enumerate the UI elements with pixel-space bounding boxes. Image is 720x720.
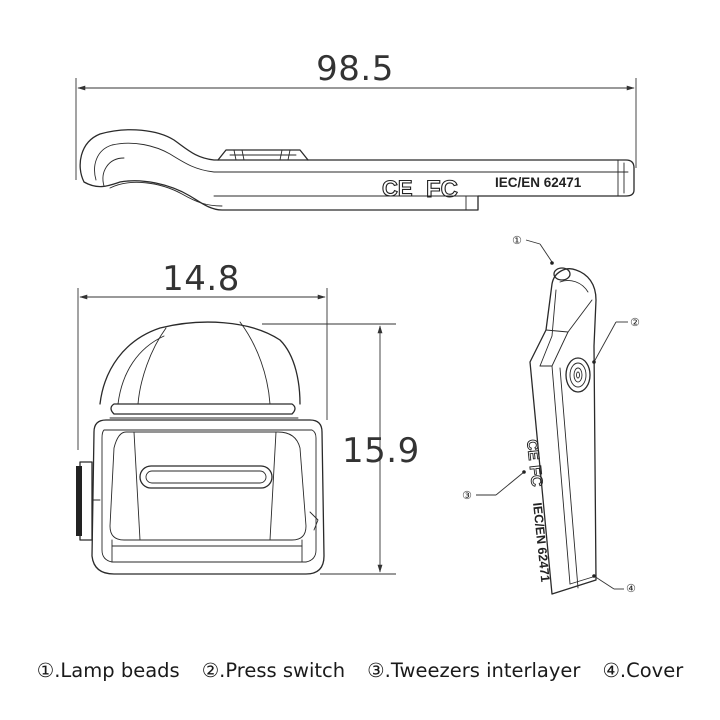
length-dimension: 98.5 <box>316 49 394 89</box>
svg-text:④: ④ <box>626 582 636 595</box>
lamp-dome <box>99 321 301 405</box>
housing-outline <box>91 419 325 575</box>
callout-4: ④ <box>592 574 636 595</box>
width-dimension: 14.8 <box>162 259 240 299</box>
svg-text:②: ② <box>630 316 640 329</box>
tweezer-body-outline <box>79 129 635 211</box>
svg-text:①: ① <box>512 234 522 247</box>
legend-item-cover: ④.Cover <box>602 658 684 682</box>
slot <box>139 465 273 489</box>
side-view: 98.5 CE FC IEC/EN 62471 <box>75 49 637 211</box>
callout-3: ③ <box>462 470 526 502</box>
standard-label: IEC/EN 62471 <box>495 175 582 190</box>
callout-1: ① <box>512 234 554 265</box>
legend: ①.Lamp beads ②.Press switch ③.Tweezers i… <box>0 650 720 690</box>
svg-text:③: ③ <box>462 489 472 502</box>
legend-item-press-switch: ②.Press switch <box>201 658 346 682</box>
height-dimension: 15.9 <box>342 431 420 471</box>
lamp-bead <box>553 267 571 281</box>
angled-view: CE FC IEC/EN 62471 ① ② ③ ④ <box>462 234 640 595</box>
angled-fc-mark: FC <box>526 464 545 487</box>
legend-item-lamp-beads: ①.Lamp beads <box>36 658 180 682</box>
legend-item-tweezers-interlayer: ③.Tweezers interlayer <box>367 658 581 682</box>
fc-mark: FC <box>426 176 458 203</box>
angled-standard-label: IEC/EN 62471 <box>530 502 552 583</box>
angled-ce-mark: CE <box>523 439 542 462</box>
press-switch-side <box>217 149 309 161</box>
front-view: 14.8 15.9 <box>76 259 420 575</box>
press-switch <box>565 357 591 393</box>
ce-mark: CE <box>382 176 413 201</box>
callout-2: ② <box>592 316 640 364</box>
tweezer-angled-body <box>529 268 597 595</box>
